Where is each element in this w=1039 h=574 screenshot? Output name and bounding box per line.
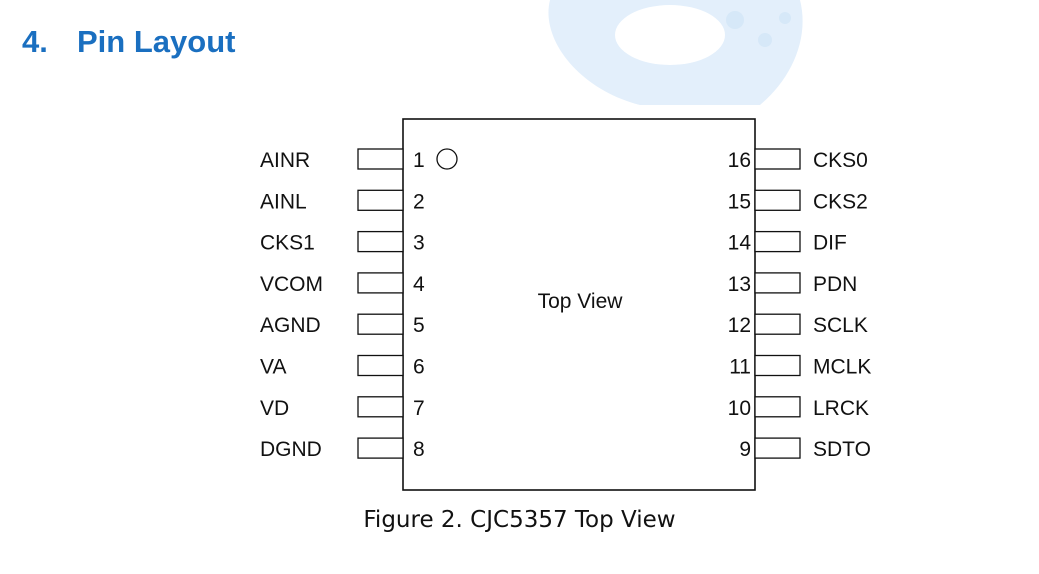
pin-lead	[754, 272, 801, 294]
pin-lead	[754, 396, 801, 418]
pin-name: VCOM	[260, 273, 323, 296]
pin-lead	[357, 437, 404, 459]
chip-body	[402, 118, 756, 491]
pin-name: PDN	[813, 273, 857, 296]
pin-number: 2	[413, 190, 425, 213]
pin-lead	[754, 313, 801, 335]
pin-number: 15	[728, 190, 751, 213]
figure-caption: Figure 2. CJC5357 Top View	[363, 507, 676, 533]
pin-number: 16	[728, 149, 751, 172]
pin-name: CKS1	[260, 232, 315, 255]
pin-lead	[754, 354, 801, 377]
pin-lead	[357, 396, 404, 418]
pin-name: CKS2	[813, 190, 868, 213]
pin-lead	[357, 272, 404, 294]
pin-name: MCLK	[813, 356, 871, 379]
pin-name: SCLK	[813, 314, 868, 337]
pin1-indicator	[436, 148, 458, 170]
pin-number: 14	[728, 232, 752, 255]
pin-number: 10	[728, 397, 751, 420]
pin-number: 7	[413, 397, 425, 420]
pin-lead	[754, 148, 801, 170]
pin-name: SDTO	[813, 438, 871, 461]
pin-lead	[357, 189, 404, 211]
pin-name: VA	[260, 356, 286, 379]
pin-lead	[357, 148, 404, 170]
pin-number: 8	[413, 438, 425, 461]
pin-number: 1	[413, 149, 425, 172]
section-title: Pin Layout	[77, 24, 236, 59]
pin-name: AINL	[260, 190, 307, 213]
pin-name: DIF	[813, 232, 847, 255]
pin-number: 3	[413, 232, 425, 255]
pin-lead	[754, 230, 801, 253]
pin-lead	[754, 189, 801, 211]
pin-lead	[357, 354, 404, 377]
section-heading: 4. Pin Layout	[22, 24, 235, 60]
watermark-logo	[548, 0, 803, 105]
pin-number: 12	[728, 314, 751, 337]
pin-number: 4	[413, 273, 425, 296]
pin-lead	[357, 313, 404, 335]
center-label: Top View	[538, 290, 624, 313]
section-number: 4.	[22, 24, 48, 59]
pin-number: 13	[728, 273, 751, 296]
pin-name: DGND	[260, 438, 322, 461]
pin-number: 6	[413, 356, 425, 379]
pin-number: 11	[729, 356, 751, 379]
pin-number: 9	[739, 438, 751, 461]
pin-number: 5	[413, 314, 425, 337]
pin-name: CKS0	[813, 149, 868, 172]
pin-lead	[357, 230, 404, 253]
pin-name: AINR	[260, 149, 310, 172]
pin-lead	[754, 437, 801, 459]
pin-name: LRCK	[813, 397, 869, 420]
pin-name: VD	[260, 397, 289, 420]
pin-name: AGND	[260, 314, 321, 337]
